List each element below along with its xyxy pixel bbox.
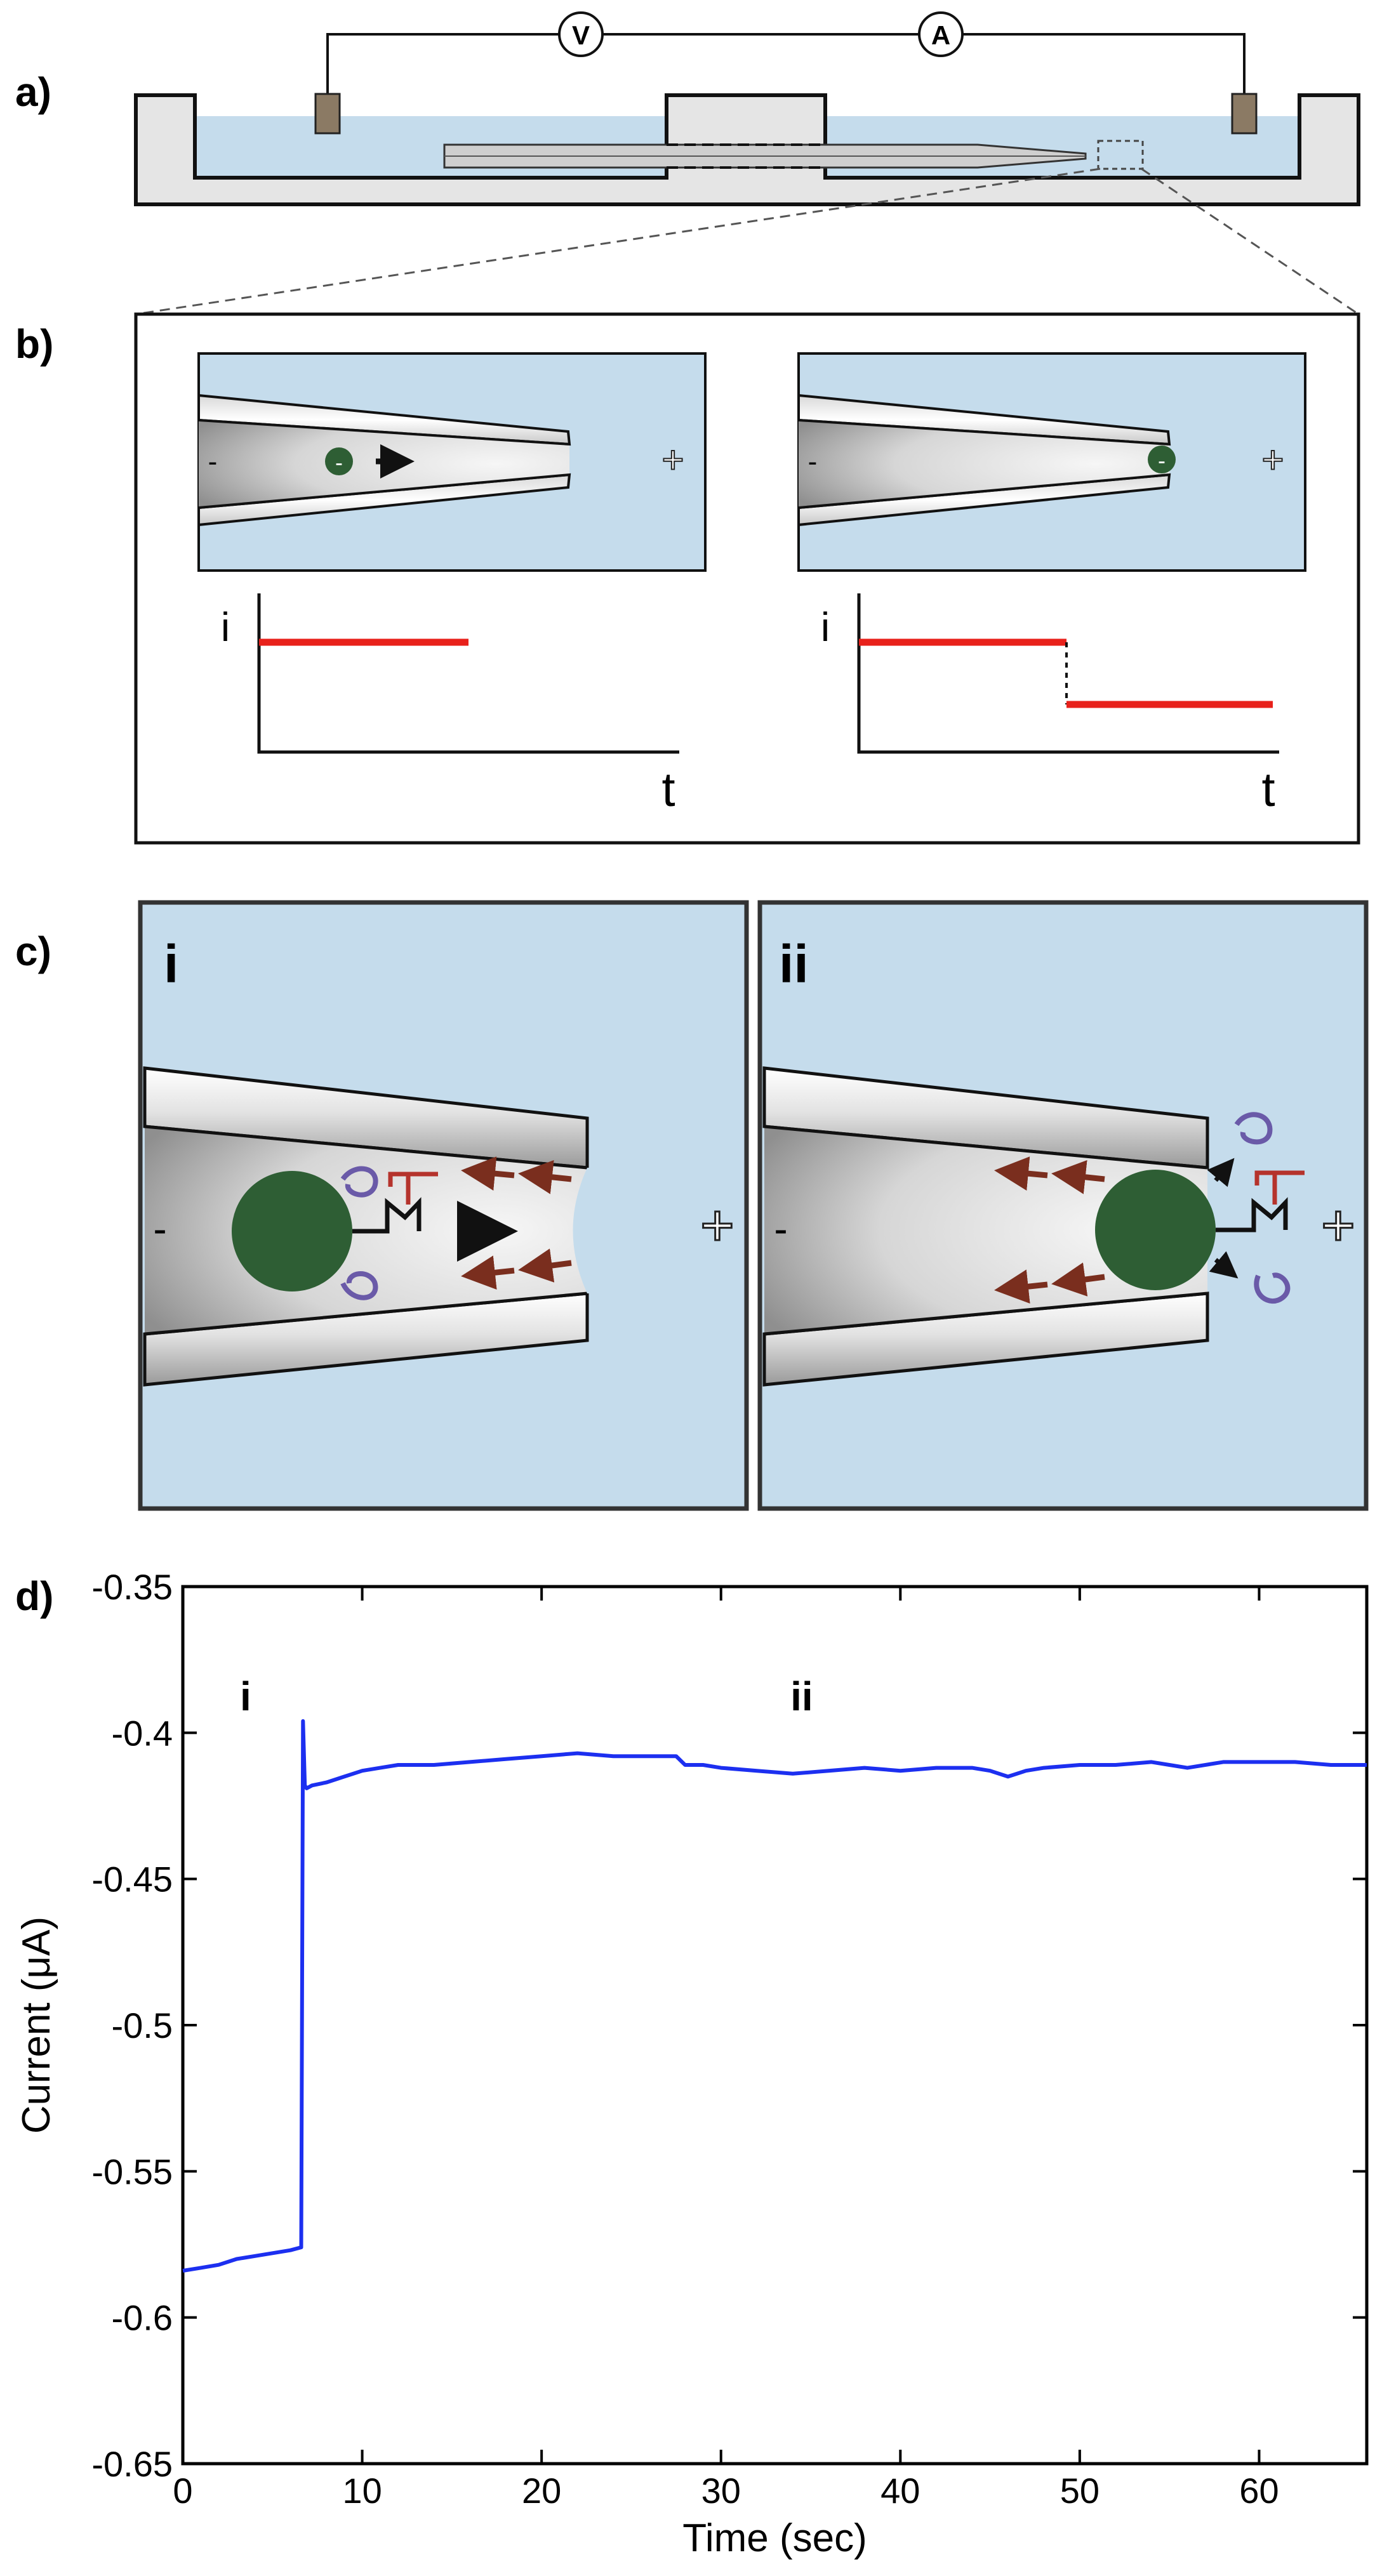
b-right-neg-sign: -	[808, 446, 818, 477]
x-tick-label: 40	[880, 2471, 920, 2511]
panel-a-label: a)	[15, 69, 51, 115]
c-right-aptamer-bottom	[1254, 1272, 1291, 1304]
c-right-linker	[1216, 1197, 1288, 1232]
ammeter-label: A	[931, 20, 950, 50]
c-right-particle	[1095, 1170, 1216, 1290]
current-chart: 0 10 20 30 40 50 60 -0.35 -0.4 -0.45 -0.5 -0.55 -0.6…	[15, 1567, 1369, 2560]
c-left-aptamer-bottom	[340, 1271, 378, 1300]
zoom-box	[1097, 140, 1144, 170]
panel-b-label: b)	[15, 321, 54, 367]
x-tick-label: 10	[342, 2471, 382, 2511]
circuit-wire	[326, 33, 1246, 133]
x-tick-label: 20	[522, 2471, 561, 2511]
c-left-receptor	[388, 1172, 438, 1205]
chart-x-axis-label: Time (sec)	[682, 2516, 867, 2560]
chart-y-axis-label: Current (μA)	[15, 1917, 58, 2134]
b-left-particle-sign: -	[335, 449, 343, 475]
c-right-aptamer-top	[1234, 1112, 1273, 1145]
y-tick-label: -0.5	[112, 2005, 173, 2045]
c-right-neg-sign: -	[774, 1206, 787, 1252]
panel-d-label: d)	[15, 1573, 54, 1619]
b-left-particle	[325, 447, 353, 475]
c-right-pos-sign: +	[1321, 1193, 1355, 1258]
chart-frame	[181, 1585, 1369, 2466]
chart-ticks	[182, 1585, 1367, 2465]
current-series-line	[182, 1719, 1367, 2273]
c-right-receptor	[1254, 1170, 1305, 1205]
b-left-ylabel: i	[221, 604, 230, 650]
c-right-tag: ii	[779, 934, 809, 994]
y-tick-label: -0.55	[91, 2151, 173, 2191]
x-tick-label: 60	[1239, 2471, 1279, 2511]
b-right-ylabel: i	[821, 604, 830, 650]
b-right-pos-sign: +	[1261, 439, 1284, 481]
y-tick-label: -0.65	[91, 2444, 173, 2484]
voltmeter: V	[558, 11, 604, 57]
chart-tick-labels: 0 10 20 30 40 50 60 -0.35 -0.4 -0.45 -0.5 -0.55 -0.6…	[91, 1567, 1279, 2511]
x-tick-label: 50	[1060, 2471, 1100, 2511]
x-tick-label: 30	[701, 2471, 741, 2511]
panel-c-right: ii - +	[757, 900, 1369, 1511]
panel-c: i - +	[138, 900, 1369, 1511]
b-left-neg-sign: -	[208, 446, 218, 477]
panel-b-right-inset: - + -	[797, 352, 1306, 572]
panel-c-left: i - +	[138, 900, 749, 1511]
chart-annotation: i	[240, 1674, 251, 1719]
c-left-aptamer-top	[340, 1166, 378, 1198]
c-left-particle	[232, 1171, 352, 1291]
voltmeter-label: V	[572, 20, 590, 50]
electrode-left	[314, 93, 341, 135]
panel-c-label: c)	[15, 928, 51, 974]
b-right-particle-sign: -	[1158, 447, 1166, 473]
c-left-pos-sign: +	[700, 1193, 734, 1258]
y-tick-label: -0.4	[112, 1713, 173, 1753]
y-tick-label: -0.45	[91, 1859, 173, 1899]
b-left-xlabel: t	[661, 763, 675, 817]
y-tick-label: -0.35	[91, 1567, 173, 1607]
panel-a: V A	[134, 11, 1360, 315]
y-tick-label: -0.6	[112, 2298, 173, 2338]
panel-b-left-inset: - + -	[197, 352, 707, 572]
x-tick-label: 0	[173, 2471, 192, 2511]
c-left-tag: i	[164, 934, 178, 994]
b-right-particle	[1148, 446, 1176, 473]
panel-b: - + - - + - i t	[134, 312, 1360, 845]
ammeter: A	[918, 11, 964, 57]
panel-b-left-trace: i t	[221, 593, 679, 817]
c-left-linker	[352, 1197, 422, 1234]
c-left-neg-sign: -	[153, 1206, 166, 1252]
chart-annotation: ii	[790, 1674, 813, 1719]
electrode-right	[1231, 93, 1258, 135]
b-left-pos-sign: +	[661, 439, 684, 481]
panel-b-right-trace: i t	[821, 593, 1279, 817]
b-right-xlabel: t	[1261, 763, 1275, 817]
